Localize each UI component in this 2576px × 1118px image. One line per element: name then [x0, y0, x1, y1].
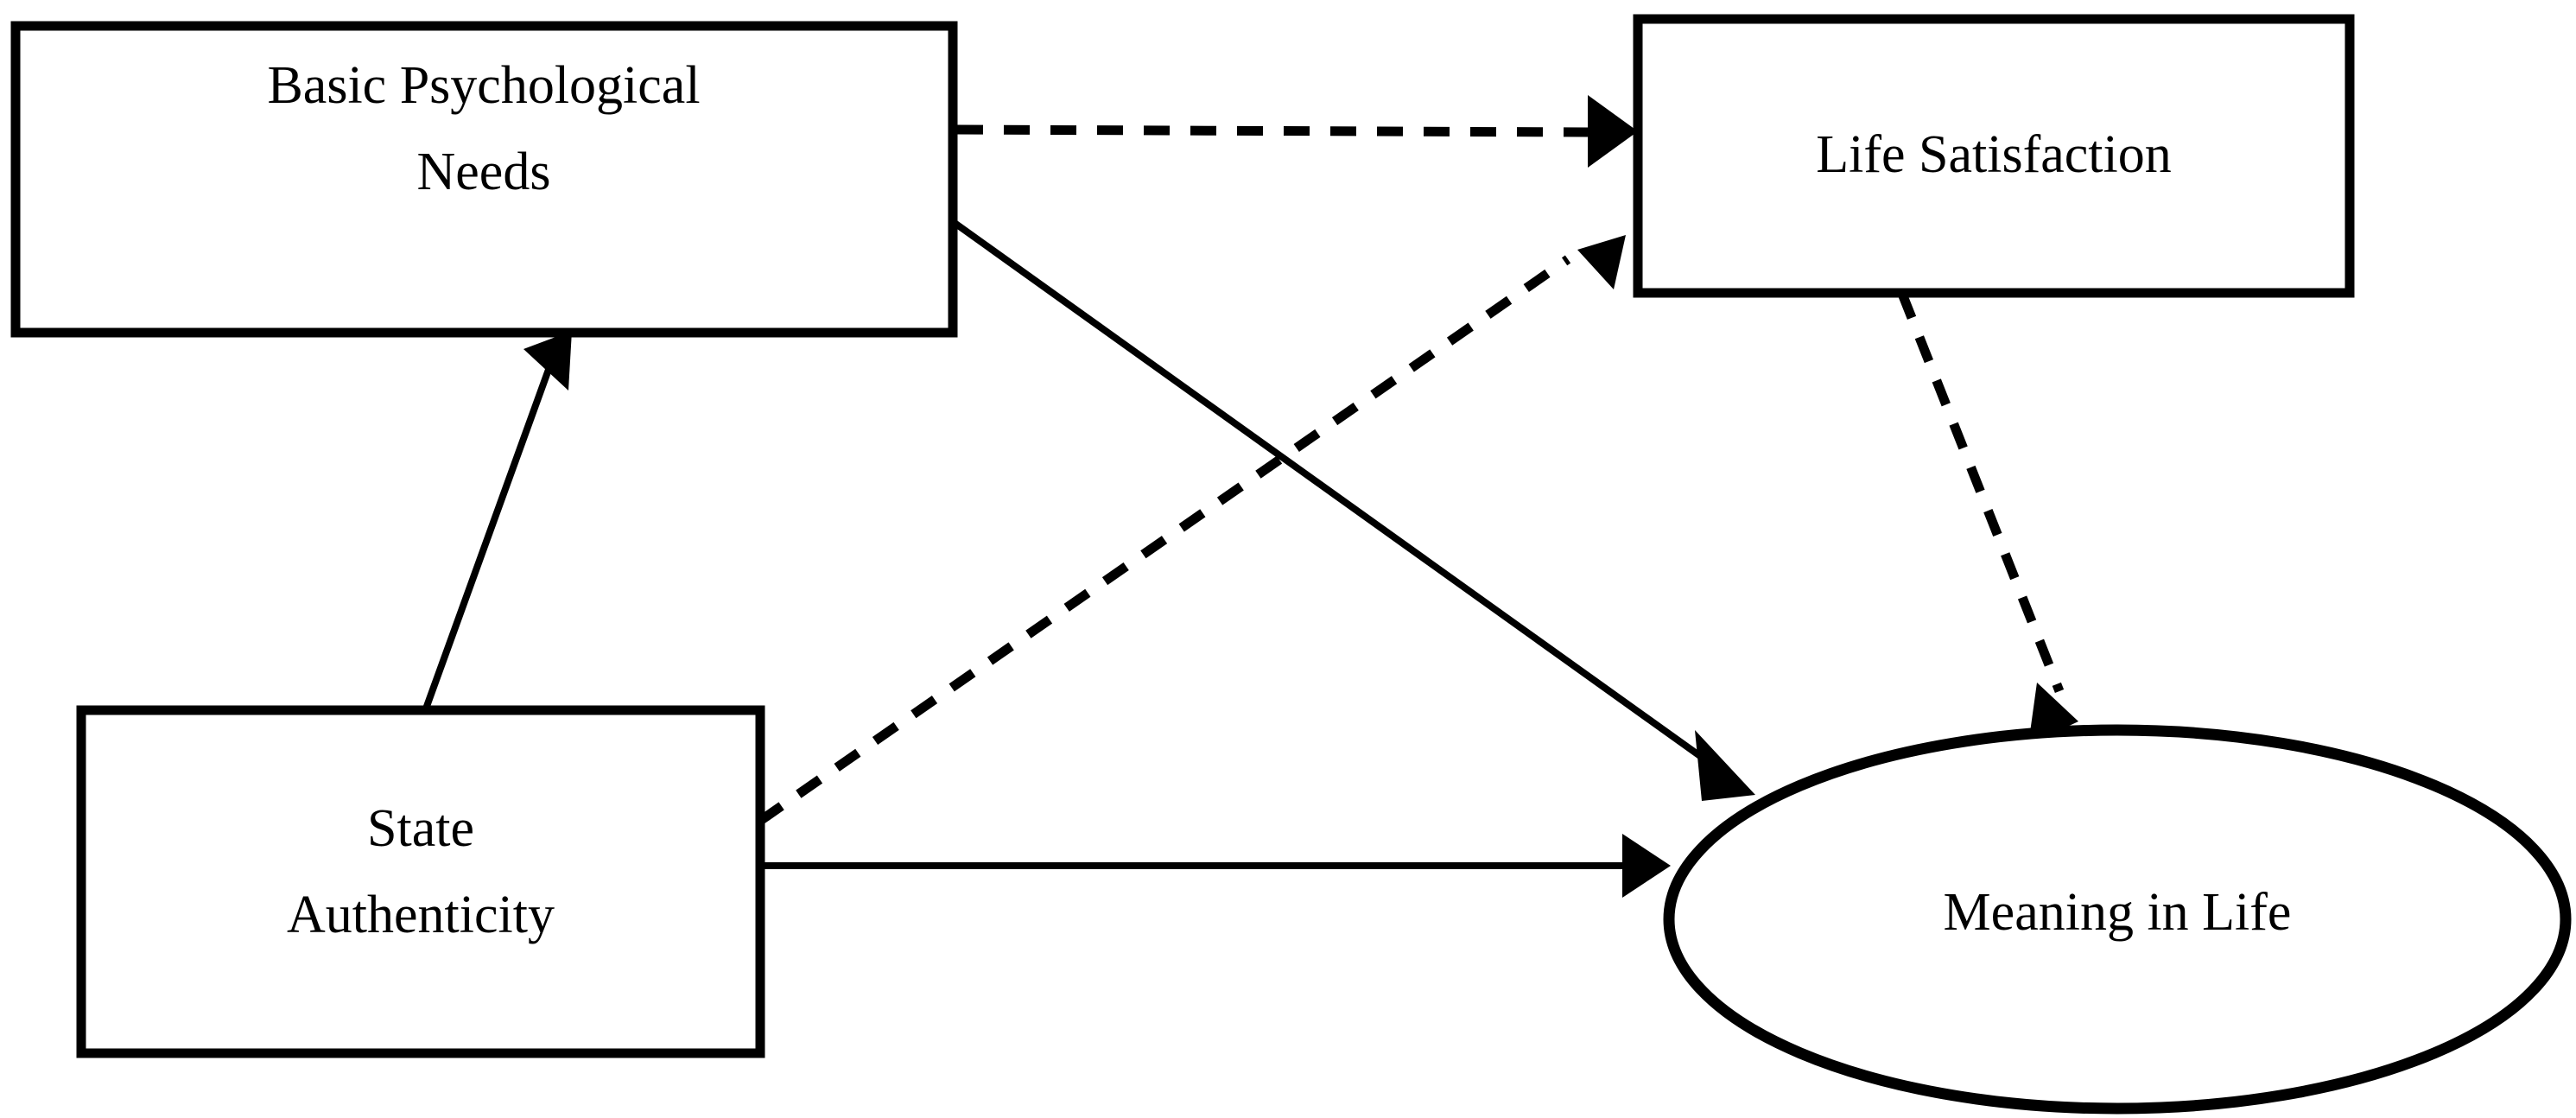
arrow-head-right-icon	[1588, 95, 1638, 168]
edge-line-dashed	[956, 124, 1589, 137]
arrow-head-up-icon	[523, 331, 572, 391]
node-label-line1: Basic Psychological	[267, 56, 700, 115]
edge-state-authenticity-to-meaning-in-life	[760, 834, 1671, 898]
edge-line-solid	[940, 211, 1709, 764]
edge-line-dashed	[757, 255, 1571, 825]
arrow-head-down-right-icon	[1695, 730, 1755, 801]
arrow-head-right-icon	[1622, 834, 1671, 898]
edge-state-authenticity-to-life-satisfaction	[757, 235, 1626, 825]
edge-line-solid	[422, 365, 553, 713]
node-basic-psychological-needs[interactable]: Basic Psychological Needs	[10, 21, 958, 338]
node-rect[interactable]	[1633, 14, 2355, 298]
node-label-line2: Needs	[417, 143, 551, 201]
node-meaning-in-life[interactable]: Meaning in Life	[1663, 724, 2572, 1115]
node-label-line1: Meaning in Life	[1944, 883, 2292, 942]
edge-life-satisfaction-to-meaning-in-life	[1897, 291, 2078, 745]
edge-bpn-to-life-satisfaction	[956, 95, 1638, 168]
node-ellipse[interactable]	[1663, 724, 2572, 1115]
node-rect[interactable]	[76, 705, 765, 1058]
edge-line-dashed	[1897, 291, 2065, 694]
node-life-satisfaction[interactable]: Life Satisfaction	[1633, 14, 2355, 298]
node-state-authenticity[interactable]: State Authenticity	[76, 705, 765, 1058]
node-label-line1: Life Satisfaction	[1816, 125, 2171, 184]
edge-bpn-to-meaning-in-life	[940, 211, 1755, 801]
node-label-line1: State	[367, 799, 474, 858]
arrow-head-up-right-icon	[1577, 235, 1626, 289]
node-rect[interactable]	[10, 21, 958, 338]
node-label-line2: Authenticity	[287, 886, 555, 944]
edge-state-authenticity-to-bpn	[422, 331, 572, 713]
